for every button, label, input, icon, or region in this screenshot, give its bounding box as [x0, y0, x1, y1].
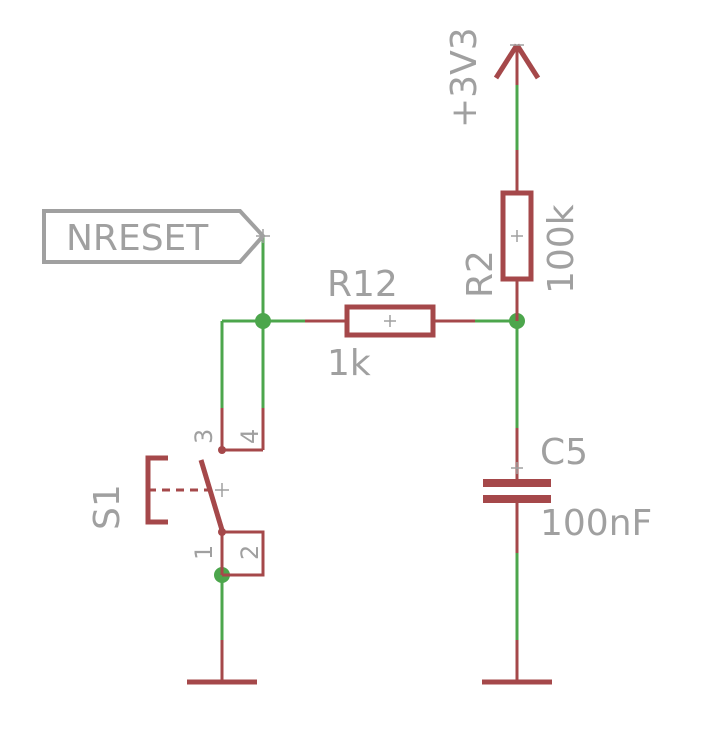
nreset-label-frame [42, 209, 266, 264]
ground-right [482, 640, 552, 685]
s1-pin2-lead [222, 530, 265, 577]
r12-name: R12 [327, 264, 398, 305]
supply-label: +3V3 [444, 27, 485, 128]
supply-arrow-right [514, 43, 541, 80]
s1-lever [198, 459, 225, 531]
c5-value: 100nF [540, 503, 652, 544]
s1-name: S1 [87, 484, 128, 530]
resistor-r2: R2 100k [460, 150, 582, 321]
s1-pin2-label: 2 [236, 545, 264, 560]
wires [220, 85, 519, 640]
nreset-net-label: NRESET [42, 209, 270, 264]
r2-value: 100k [541, 204, 582, 294]
r12-value: 1k [327, 343, 371, 384]
r2-name: R2 [460, 250, 501, 298]
capacitor-c5: C5 100nF [483, 428, 652, 553]
c5-name: C5 [540, 432, 588, 473]
power-supply-3v3: +3V3 [444, 27, 541, 128]
ground-left [187, 640, 257, 685]
supply-arrow-left [493, 43, 520, 80]
nreset-label-text: NRESET [66, 218, 209, 259]
junction-dot-left [255, 313, 271, 329]
s1-pin3-label: 3 [190, 429, 218, 444]
s1-pin4-label: 4 [236, 429, 264, 444]
s1-pin1-label: 1 [190, 545, 218, 560]
s1-top-contact [218, 446, 226, 454]
resistor-r12: R12 1k [305, 264, 475, 384]
switch-s1: S1 3 4 1 2 [87, 408, 265, 577]
